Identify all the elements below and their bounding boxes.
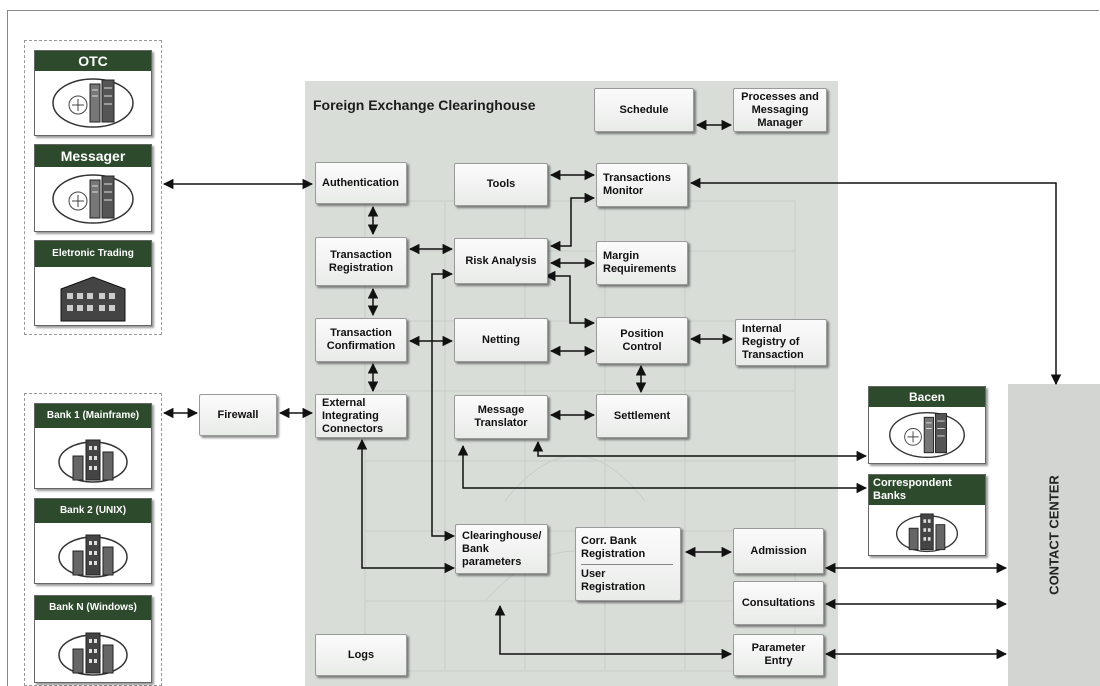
city-buildings-icon xyxy=(35,620,151,682)
bacen-card-title: Bacen xyxy=(869,387,985,407)
correspondent-line2: Banks xyxy=(873,490,907,502)
internal-registry-node[interactable]: Internal Registry of Transaction xyxy=(735,319,827,366)
corr-bank-line1: Corr. Bank xyxy=(581,534,637,547)
margin-requirements-node[interactable]: Margin Requirements xyxy=(596,241,688,285)
authentication-node[interactable]: Authentication xyxy=(315,162,407,204)
message-translator-line1: Message xyxy=(477,404,525,416)
clearinghouse-bank-parameters-node[interactable]: Clearinghouse/ Bank parameters xyxy=(455,524,548,574)
position-control-line1: Position xyxy=(620,327,664,340)
server-globe-icon xyxy=(35,167,151,231)
processes-label-line2: Messaging xyxy=(751,103,809,116)
transaction-registration-line1: Transaction xyxy=(330,248,392,261)
transaction-confirmation-line1: Transaction xyxy=(330,327,392,339)
position-control-node[interactable]: Position Control xyxy=(596,317,688,364)
message-translator-line2: Translator xyxy=(474,417,528,429)
city-buildings-icon xyxy=(869,505,985,555)
processes-label-line3: Manager xyxy=(757,116,803,129)
clearinghouse-line2: Bank xyxy=(462,542,489,555)
internal-registry-line3: Transaction xyxy=(742,349,804,361)
parameter-entry-node[interactable]: Parameter Entry xyxy=(733,634,824,676)
admission-node[interactable]: Admission xyxy=(733,528,824,574)
message-translator-node[interactable]: Message Translator xyxy=(454,395,548,439)
corr-bank-line2: Registration xyxy=(581,547,646,560)
clearinghouse-line3: parameters xyxy=(462,555,522,568)
external-line1: External xyxy=(322,396,366,409)
server-globe-icon xyxy=(35,71,151,135)
external-line2: Integrating xyxy=(322,409,379,422)
contact-center-panel[interactable] xyxy=(1008,384,1100,686)
registration-node[interactable]: Corr. Bank Registration User Registratio… xyxy=(575,527,681,601)
transaction-confirmation-node[interactable]: Transaction Confirmation xyxy=(315,318,407,362)
bankn-card-title: Bank N (Windows) xyxy=(35,596,151,620)
position-control-line2: Control xyxy=(622,340,662,353)
user-reg-line1: User xyxy=(581,567,606,580)
bankn-card[interactable]: Bank N (Windows) xyxy=(34,595,152,683)
firewall-node[interactable]: Firewall xyxy=(199,394,277,436)
bank1-card-title: Bank 1 (Mainframe) xyxy=(35,404,151,428)
risk-analysis-node[interactable]: Risk Analysis xyxy=(454,238,548,284)
correspondent-banks-card-title: Correspondent Banks xyxy=(869,475,985,505)
transaction-registration-node[interactable]: Transaction Registration xyxy=(315,237,407,286)
messager-card[interactable]: Messager xyxy=(34,144,152,232)
messager-card-title: Messager xyxy=(35,145,151,167)
internal-registry-line2: Registry of xyxy=(742,336,800,348)
consultations-node[interactable]: Consultations xyxy=(733,581,824,625)
transactions-monitor-line1: Transactions xyxy=(603,172,671,184)
bacen-card[interactable]: Bacen xyxy=(868,386,986,464)
transactions-monitor-node[interactable]: Transactions Monitor xyxy=(596,163,688,207)
schedule-node[interactable]: Schedule xyxy=(594,88,694,132)
registration-divider xyxy=(581,563,673,565)
diagram-frame xyxy=(7,10,1099,686)
electronic-trading-card[interactable]: Eletronic Trading xyxy=(34,240,152,326)
transaction-confirmation-line2: Confirmation xyxy=(326,340,396,352)
internal-registry-line1: Internal xyxy=(742,323,782,335)
tools-node[interactable]: Tools xyxy=(454,163,548,206)
external-line3: Connectors xyxy=(322,422,384,435)
building-icon xyxy=(35,267,151,325)
clearinghouse-line1: Clearinghouse/ xyxy=(462,529,542,542)
otc-card-title: OTC xyxy=(35,51,151,71)
margin-line2: Requirements xyxy=(603,263,677,275)
bank2-card-title: Bank 2 (UNIX) xyxy=(35,499,151,523)
correspondent-banks-card[interactable]: Correspondent Banks xyxy=(868,474,986,556)
correspondent-line1: Correspondent xyxy=(873,477,952,489)
bank2-card[interactable]: Bank 2 (UNIX) xyxy=(34,498,152,584)
transactions-monitor-line2: Monitor xyxy=(603,185,644,197)
processes-label-line1: Processes and xyxy=(741,90,819,103)
city-buildings-icon xyxy=(35,523,151,583)
external-integrating-connectors-node[interactable]: External Integrating Connectors xyxy=(315,394,407,438)
netting-node[interactable]: Netting xyxy=(454,318,548,362)
settlement-node[interactable]: Settlement xyxy=(596,394,688,438)
processes-messaging-manager-node[interactable]: Processes and Messaging Manager xyxy=(733,88,827,132)
city-buildings-icon xyxy=(35,428,151,488)
electronic-trading-card-title: Eletronic Trading xyxy=(35,241,151,267)
otc-card[interactable]: OTC xyxy=(34,50,152,136)
clearinghouse-title: Foreign Exchange Clearinghouse xyxy=(313,97,536,113)
logs-node[interactable]: Logs xyxy=(315,634,407,676)
bank1-card[interactable]: Bank 1 (Mainframe) xyxy=(34,403,152,489)
user-reg-line2: Registration xyxy=(581,580,646,593)
trading-group xyxy=(24,40,162,335)
transaction-registration-line2: Registration xyxy=(328,261,394,274)
margin-line1: Margin xyxy=(603,250,640,262)
server-globe-icon xyxy=(869,407,985,463)
